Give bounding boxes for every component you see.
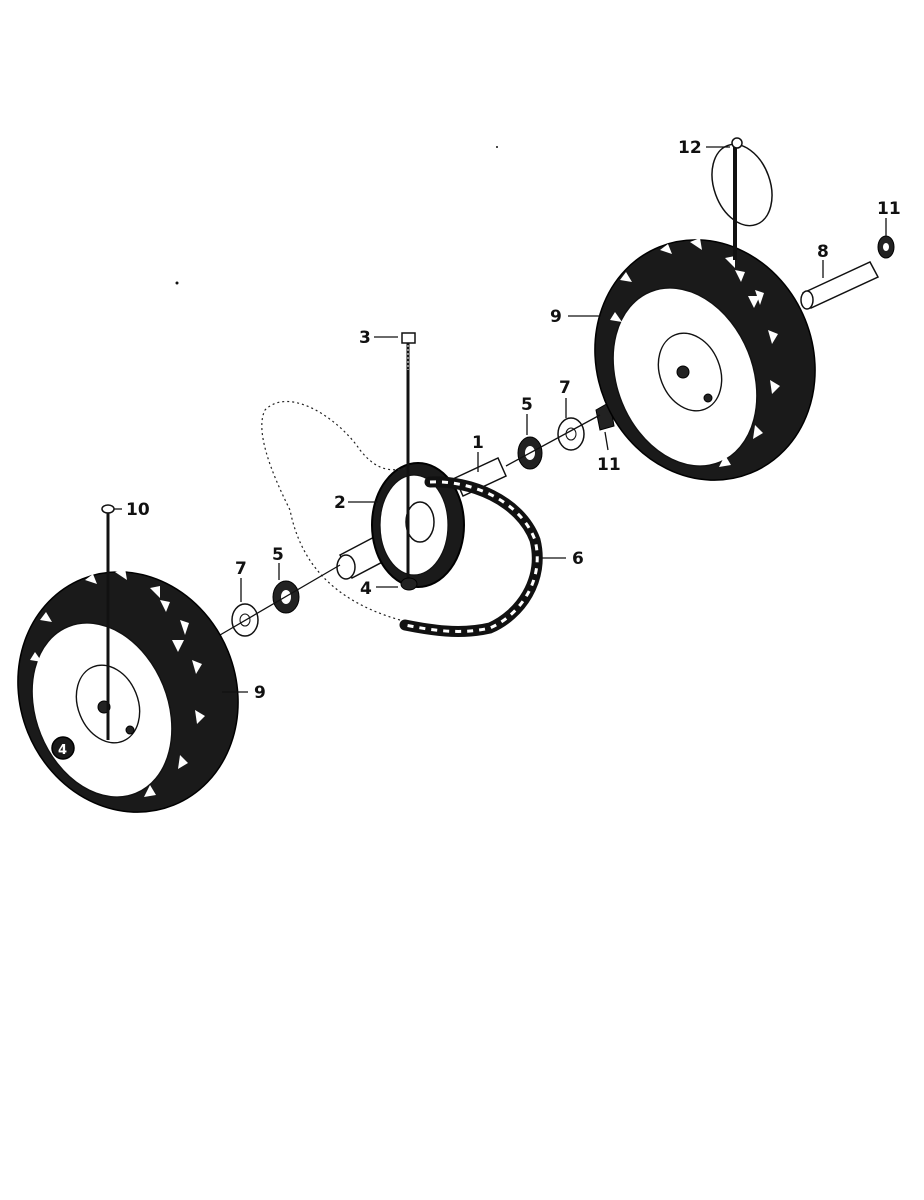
speck [496, 146, 498, 148]
callout-hub-nut-left: 5 [272, 545, 284, 565]
callout-wheel-right: 9 [550, 307, 562, 327]
callout-washer-left: 7 [235, 559, 247, 579]
chain [399, 476, 543, 637]
bolt-top [401, 332, 416, 580]
speck [175, 281, 179, 285]
callout-axle: 1 [472, 433, 484, 453]
wheel-right [594, 238, 816, 481]
pin-shaft [800, 261, 880, 310]
clip-far [877, 235, 895, 259]
callout-chain: 6 [572, 549, 584, 569]
callout-bolt-top: 3 [359, 328, 371, 348]
hairpin [711, 137, 773, 260]
wheel-nut-circle [51, 736, 75, 760]
callout-clip-far: 11 [877, 199, 901, 219]
callout-wheel-bolt: 10 [126, 500, 150, 520]
callout-wheel-nut-circle: 4 [58, 743, 67, 758]
callout-wheel-left: 9 [254, 683, 266, 703]
callout-hairpin: 12 [678, 138, 702, 158]
center-nut [400, 577, 418, 591]
callout-clip-right: 11 [597, 455, 621, 475]
sprocket [371, 462, 465, 588]
callout-pin-shaft: 8 [817, 242, 829, 262]
callout-center-nut: 4 [360, 579, 372, 599]
callout-hub-nut-right: 5 [521, 395, 533, 415]
callout-sprocket: 2 [334, 493, 346, 513]
chain-path-outline [261, 400, 411, 621]
washer-right [557, 417, 585, 451]
leader-lines [114, 146, 887, 693]
callout-washer-right: 7 [559, 378, 571, 398]
